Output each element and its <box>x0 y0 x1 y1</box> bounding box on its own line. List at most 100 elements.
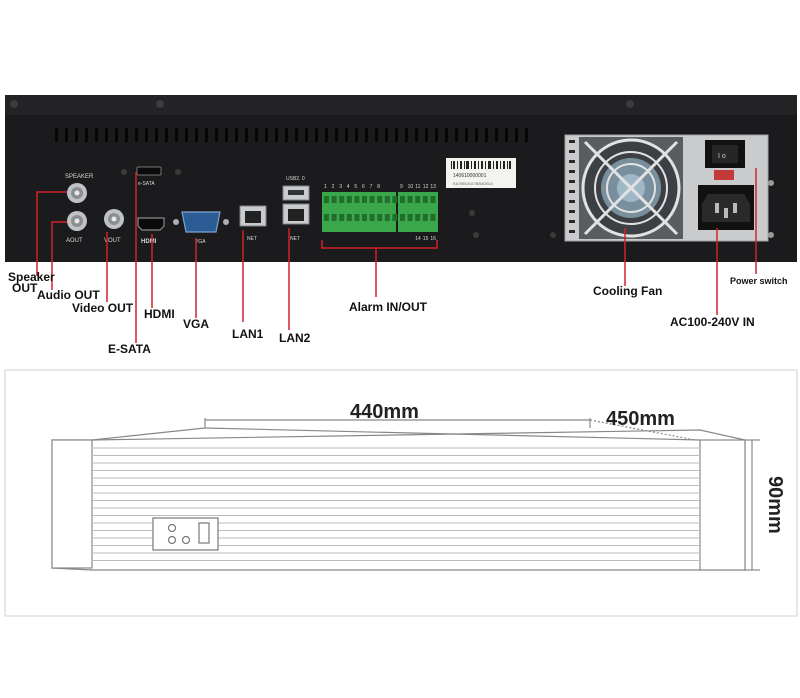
serial-number-text: 140610000001 <box>453 173 487 179</box>
terminal-screw <box>369 196 375 203</box>
terminal-screw <box>324 214 329 221</box>
chassis-top-edge <box>5 95 797 115</box>
dimension-depth: 450mm <box>606 408 675 430</box>
callout-esata: E-SATA <box>108 342 151 356</box>
terminal-screw <box>362 214 367 221</box>
power-switch-icon: I o <box>705 140 745 180</box>
alarm-terminal-number: 12 <box>423 184 429 190</box>
alarm-terminal-number: 6 <box>362 184 365 190</box>
terminal-screw <box>384 214 390 221</box>
section-divider-frame <box>4 369 798 617</box>
callout-power-switch: Power switch <box>730 276 788 286</box>
terminal-screw <box>415 214 421 221</box>
alarm-terminal-number: 5 <box>354 184 357 190</box>
callout-speaker-out-line2: OUT <box>12 281 38 295</box>
terminal-screw <box>346 196 352 203</box>
alarm-terminal-number: 14 <box>415 236 421 242</box>
alarm-terminal-number: 15 <box>423 236 429 242</box>
screw-icon <box>550 232 556 238</box>
aout-port-label: AOUT <box>66 238 83 244</box>
callout-ac-in: AC100-240V IN <box>670 315 755 329</box>
terminal-screw <box>384 196 390 203</box>
callout-video-out: Video OUT <box>72 301 134 315</box>
vga-port <box>181 211 221 233</box>
dimension-width: 440mm <box>350 401 419 423</box>
cooling-fan-icon <box>579 137 683 239</box>
serial-sticker: 140610000001 EA7BB1EA7BB4DB10 <box>446 158 516 188</box>
alarm-terminal-number: 9 <box>400 184 403 190</box>
terminal-screw <box>369 214 375 221</box>
bnc-connector-speaker <box>67 183 87 203</box>
speaker-port-label: SPEAKER <box>65 174 94 180</box>
callout-cooling-fan: Cooling Fan <box>593 284 662 298</box>
terminal-screw <box>407 214 413 221</box>
hdmi-port-label: HDMI <box>141 239 157 245</box>
terminal-screw <box>400 214 405 221</box>
screw-icon <box>768 180 774 186</box>
dimension-drawing <box>51 418 760 571</box>
callout-labels: Speaker OUT Audio OUT Video OUT HDMI E-S… <box>8 270 788 356</box>
terminal-screw <box>422 196 428 203</box>
screw-icon <box>469 210 475 216</box>
terminal-screw <box>377 196 383 203</box>
svg-text:I o: I o <box>718 153 726 160</box>
rear-panel: SPEAKER AOUT VOUT e-SATA HDMI <box>5 95 797 262</box>
bnc-connector-aout <box>67 211 87 231</box>
dimension-labels: 440mm 450mm 90mm <box>350 401 786 534</box>
terminal-screw <box>346 214 352 221</box>
vout-port-label: VOUT <box>104 238 121 244</box>
terminal-screw <box>362 196 367 203</box>
bnc-connector-vout <box>104 209 124 229</box>
esata-port-label: e-SATA <box>138 181 155 187</box>
vga-port-label: VGA <box>195 239 206 245</box>
terminal-screw <box>354 196 360 203</box>
callout-speaker-out-line1: Speaker <box>8 270 55 284</box>
terminal-screw <box>331 214 337 221</box>
screw-icon <box>121 169 127 175</box>
alarm-terminal-number: 2 <box>332 184 335 190</box>
screw-icon <box>175 169 181 175</box>
lan2-port-label: NET <box>290 236 300 242</box>
callout-lan2: LAN2 <box>279 331 311 345</box>
terminal-screw <box>354 214 360 221</box>
terminal-screw <box>339 214 345 221</box>
dimension-height: 90mm <box>764 476 786 534</box>
screw-icon <box>473 232 479 238</box>
esata-port <box>136 166 162 176</box>
alarm-terminal-number: 11 <box>415 184 420 190</box>
screw-icon <box>173 219 179 225</box>
alarm-terminal-number: 8 <box>377 184 380 190</box>
callout-vga: VGA <box>183 317 209 331</box>
screw-icon <box>626 100 634 108</box>
screw-icon <box>768 232 774 238</box>
alarm-terminal-number: 16 <box>430 236 436 242</box>
terminal-screw <box>430 196 436 203</box>
terminal-screw <box>377 214 383 221</box>
lan1-port-label: NET <box>247 236 257 242</box>
terminal-screw <box>339 196 345 203</box>
terminal-screw <box>400 196 405 203</box>
terminal-screw <box>392 196 398 203</box>
alarm-terminal-number: 13 <box>430 184 436 190</box>
serial-code-text: EA7BB1EA7BB4DB10 <box>453 181 494 186</box>
hdmi-port <box>137 217 165 231</box>
terminal-screw <box>331 196 337 203</box>
callout-lines <box>36 168 757 343</box>
terminal-screw <box>392 214 398 221</box>
usb-port-label: USB2. 0 <box>286 176 305 182</box>
alarm-terminal-number: 7 <box>370 184 373 190</box>
screw-icon <box>10 100 18 108</box>
ac-inlet-icon <box>698 185 754 230</box>
callout-alarm: Alarm IN/OUT <box>349 300 428 314</box>
alarm-terminal-number: 3 <box>339 184 342 190</box>
screw-icon <box>156 100 164 108</box>
callout-hdmi: HDMI <box>144 307 175 321</box>
screw-icon <box>223 219 229 225</box>
terminal-screw <box>430 214 436 221</box>
alarm-terminal-block <box>322 192 438 232</box>
terminal-screw <box>415 196 421 203</box>
terminal-screw <box>422 214 428 221</box>
alarm-terminal-number: 10 <box>408 184 414 190</box>
